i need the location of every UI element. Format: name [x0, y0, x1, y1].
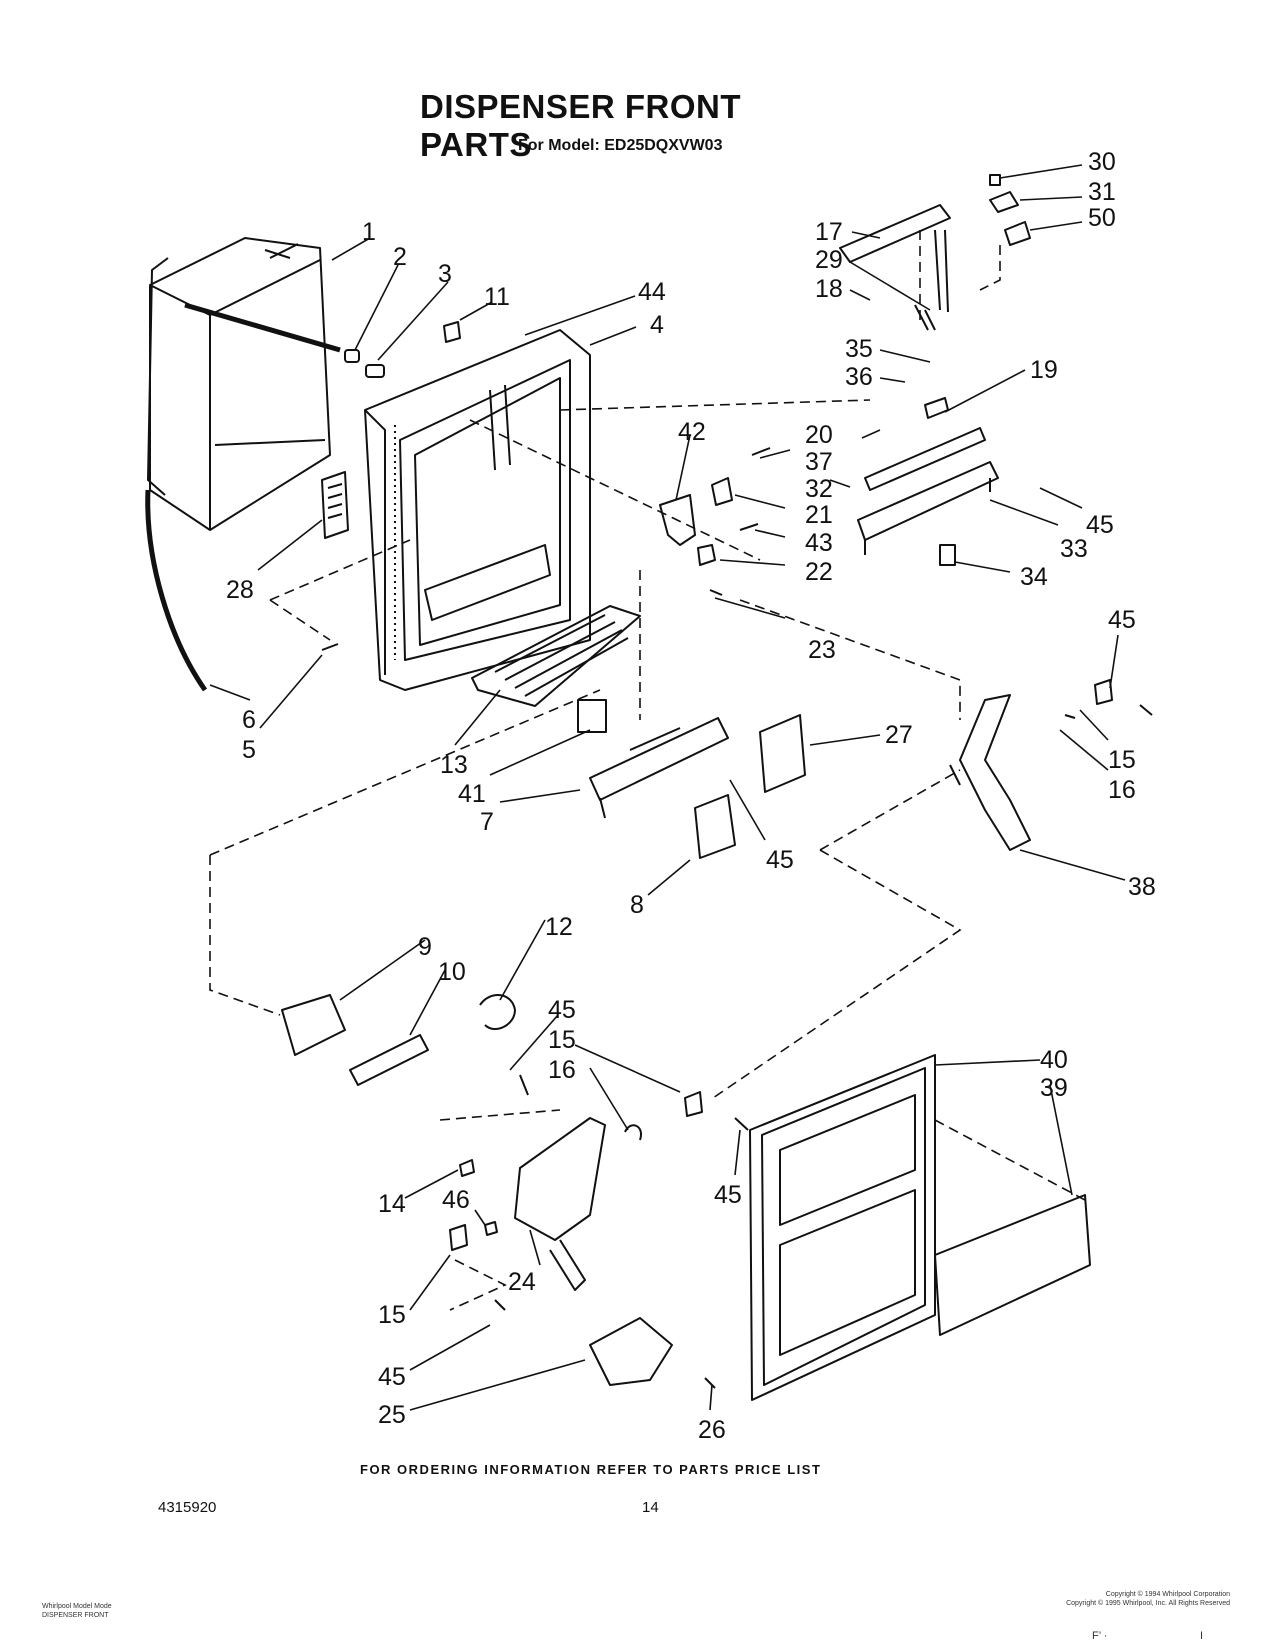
callout-17: 17	[815, 218, 843, 246]
page-title: DISPENSER FRONT PARTS	[420, 88, 742, 163]
callout-36: 36	[845, 363, 873, 391]
callout-32: 32	[805, 475, 833, 503]
control-panel-parts	[577, 699, 806, 859]
callout-45-d: 45	[548, 996, 576, 1024]
callout-26: 26	[698, 1416, 726, 1444]
callout-20: 20	[805, 421, 833, 449]
callout-numbers: 1 2 3 11 44 4 30 31 50 17 29 18 35 36 19…	[226, 148, 1156, 1444]
copyright-block: Copyright © 1994 Whirlpool Corporation C…	[1030, 1590, 1230, 1608]
callout-31: 31	[1088, 178, 1116, 206]
callout-18: 18	[815, 275, 843, 303]
callout-8: 8	[630, 891, 644, 919]
right-clip-parts	[1064, 679, 1153, 719]
callout-16-a: 16	[1108, 776, 1136, 804]
callout-41: 41	[458, 780, 486, 808]
corner-mark: I	[1200, 1630, 1204, 1642]
page-number: 14	[642, 1499, 659, 1516]
callout-30: 30	[1088, 148, 1116, 176]
upper-right-parts	[839, 174, 1031, 566]
corner-mark: F’ ·	[1092, 1630, 1108, 1642]
door-panel-parts	[749, 1054, 1091, 1401]
lower-left-parts	[281, 994, 529, 1096]
callout-44: 44	[638, 278, 666, 306]
callout-leader-lines	[209, 164, 1126, 1411]
callout-40: 40	[1040, 1046, 1068, 1074]
callout-37: 37	[805, 448, 833, 476]
callout-28: 28	[226, 576, 254, 604]
actuator-arm-part	[949, 694, 1031, 851]
callout-34: 34	[1020, 563, 1048, 591]
callout-11: 11	[484, 283, 510, 311]
callout-4: 4	[650, 311, 664, 339]
callout-23: 23	[808, 636, 836, 664]
grille-part	[471, 605, 641, 707]
callout-50: 50	[1088, 204, 1116, 232]
callout-45-e: 45	[714, 1181, 742, 1209]
screw-part	[321, 643, 339, 651]
callout-15-a: 15	[1108, 746, 1136, 774]
callout-19: 19	[1030, 356, 1058, 384]
callout-46: 46	[442, 1186, 470, 1214]
ordering-note: FOR ORDERING INFORMATION REFER TO PARTS …	[360, 1462, 822, 1477]
callout-29: 29	[815, 246, 843, 274]
callout-12: 12	[545, 913, 573, 941]
caption-line: DISPENSER FRONT	[42, 1612, 109, 1619]
callout-45-f: 45	[378, 1363, 406, 1391]
paddle-assembly-parts	[449, 1117, 716, 1389]
callout-1: 1	[362, 218, 376, 246]
callout-25: 25	[378, 1401, 406, 1429]
terminal-block-part	[321, 471, 349, 539]
callout-10: 10	[438, 958, 466, 986]
callout-7: 7	[480, 808, 494, 836]
callout-33: 33	[1060, 535, 1088, 563]
center-clip-parts	[624, 1091, 749, 1141]
callout-3: 3	[438, 260, 452, 288]
model-subtitle: For Model: ED25DQXVW03	[518, 137, 723, 154]
assembly-guide-lines	[209, 230, 1086, 1311]
callout-14: 14	[378, 1190, 406, 1218]
lever-parts	[659, 447, 771, 596]
callout-38: 38	[1128, 873, 1156, 901]
knob-part	[443, 321, 461, 343]
callout-42: 42	[678, 418, 706, 446]
callout-27: 27	[885, 721, 913, 749]
callout-39: 39	[1040, 1074, 1068, 1102]
coupler-parts	[344, 349, 385, 378]
callout-15-b: 15	[548, 1026, 576, 1054]
callout-5: 5	[242, 736, 256, 764]
callout-45-a: 45	[1086, 511, 1114, 539]
callout-16-b: 16	[548, 1056, 576, 1084]
callout-35: 35	[845, 335, 873, 363]
copyright-line: Copyright © 1995 Whirlpool, Inc. All Rig…	[1066, 1600, 1230, 1607]
callout-13: 13	[440, 751, 468, 779]
callout-22: 22	[805, 558, 833, 586]
caption-line: Whirlpool Model Mode	[42, 1603, 112, 1610]
callout-24: 24	[508, 1268, 536, 1296]
bottom-left-caption: Whirlpool Model Mode DISPENSER FRONT	[42, 1602, 112, 1620]
document-number: 4315920	[158, 1499, 217, 1516]
callout-45-c: 45	[766, 846, 794, 874]
dispenser-housing-part	[364, 329, 591, 691]
callout-9: 9	[418, 933, 432, 961]
callout-6: 6	[242, 706, 256, 734]
callout-45-b: 45	[1108, 606, 1136, 634]
callout-43: 43	[805, 529, 833, 557]
callout-15-c: 15	[378, 1301, 406, 1329]
callout-2: 2	[393, 243, 407, 271]
copyright-line: Copyright © 1994 Whirlpool Corporation	[1105, 1591, 1230, 1598]
ice-bin-part	[145, 237, 341, 692]
callout-21: 21	[805, 501, 833, 529]
